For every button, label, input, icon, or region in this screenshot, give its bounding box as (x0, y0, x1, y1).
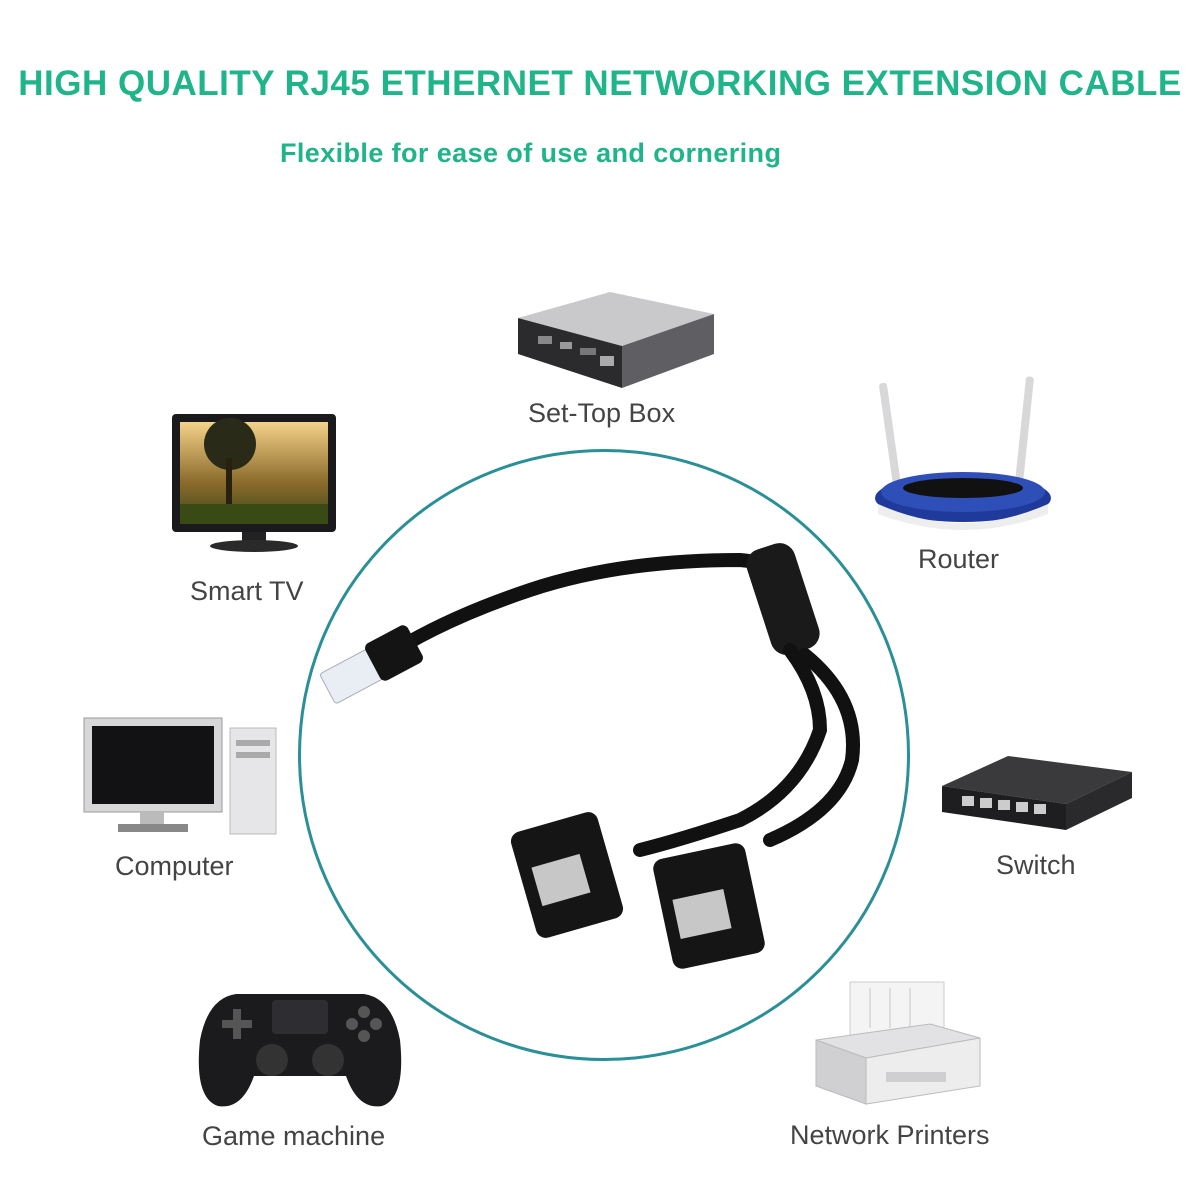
game-machine-label: Game machine (202, 1121, 386, 1151)
computer-label: Computer (115, 851, 234, 881)
switch-label: Switch (996, 850, 1076, 880)
computer-image (80, 714, 280, 838)
game-controller-image (196, 980, 404, 1110)
switch-image (938, 750, 1134, 834)
page-title: HIGH QUALITY RJ45 ETHERNET NETWORKING EX… (18, 64, 1182, 103)
set-top-box-image (510, 288, 720, 398)
set-top-box-label: Set-Top Box (528, 398, 676, 428)
rj45-splitter-cable-image (300, 520, 900, 980)
page-subtitle: Flexible for ease of use and cornering (280, 138, 782, 168)
smart-tv-label: Smart TV (190, 576, 304, 606)
router-image (868, 374, 1058, 542)
smart-tv-image (168, 408, 340, 556)
router-label: Router (918, 544, 1000, 574)
network-printers-label: Network Printers (790, 1120, 990, 1150)
network-printer-image (810, 978, 986, 1110)
center-ring (298, 449, 910, 1061)
